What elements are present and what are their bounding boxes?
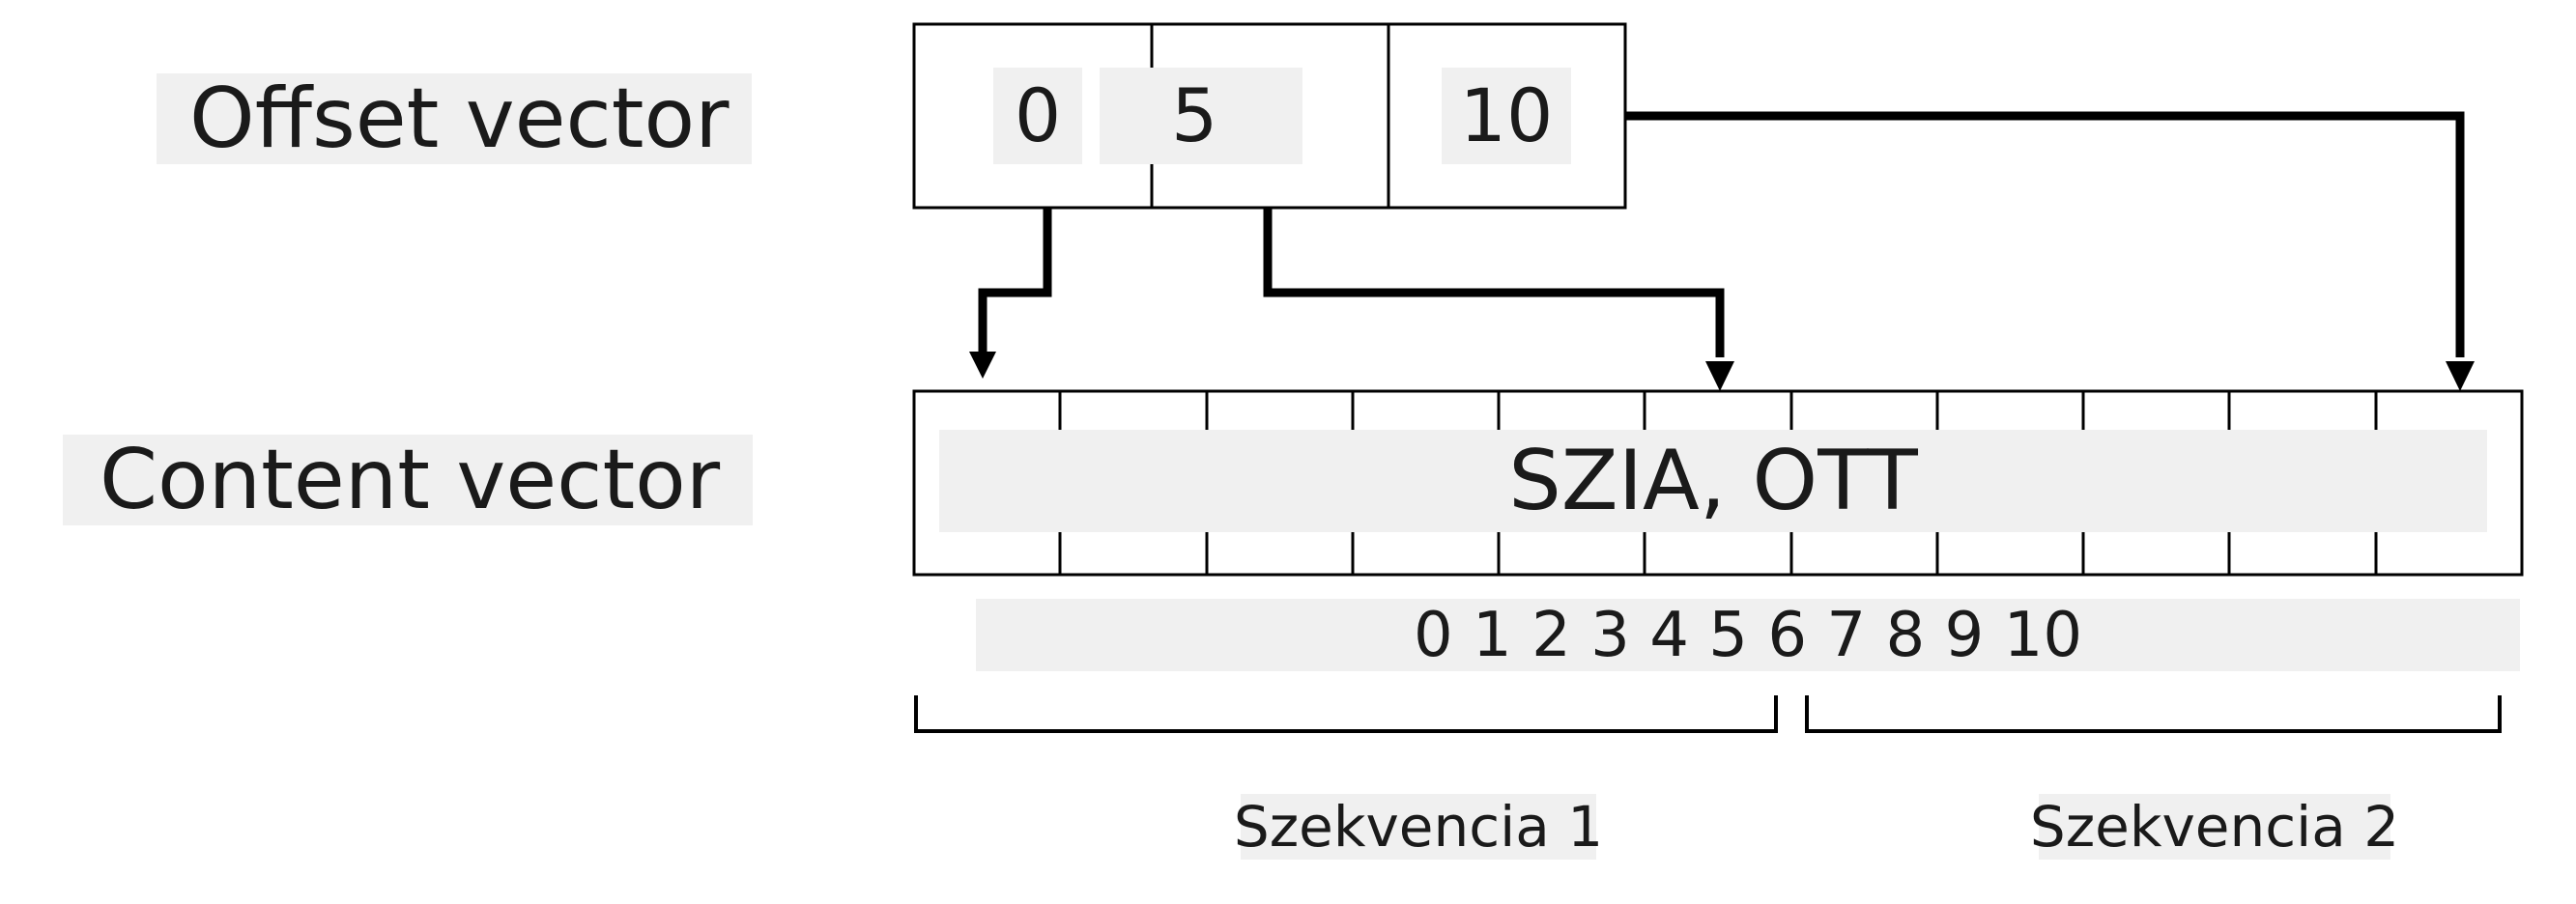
arrow-heads <box>969 352 2475 391</box>
index-row: 0 1 2 3 4 5 6 7 8 9 10 <box>976 599 2520 671</box>
sequence-1-label: Szekvencia 1 <box>1233 794 1604 860</box>
offset-value-2: 10 <box>1442 68 1571 164</box>
arrow-head-offset-10 <box>2446 361 2475 391</box>
content-vector-cell-dividers <box>1058 391 2378 575</box>
sequence-2-label: Szekvencia 2 <box>2029 794 2400 860</box>
arrow-offset-10 <box>1625 111 2465 357</box>
sequence-brackets <box>914 695 2502 733</box>
offset-arrows <box>978 111 2465 357</box>
arrow-head-offset-5 <box>1705 361 1734 391</box>
content-vector-box <box>912 389 2524 577</box>
arrow-head-offset-0 <box>969 352 996 379</box>
content-vector-label: Content vector <box>63 435 753 525</box>
content-text: SZIA, OTT <box>939 430 2487 532</box>
offset-value-0: 0 <box>993 68 1082 164</box>
arrow-offset-5 <box>1263 208 1725 357</box>
bracket-seq-2 <box>1805 695 2502 733</box>
arrow-offset-0 <box>978 208 1052 355</box>
bracket-seq-1 <box>914 695 1778 733</box>
offset-value-1: 5 <box>1100 68 1302 164</box>
offset-vector-label: Offset vector <box>157 73 752 164</box>
